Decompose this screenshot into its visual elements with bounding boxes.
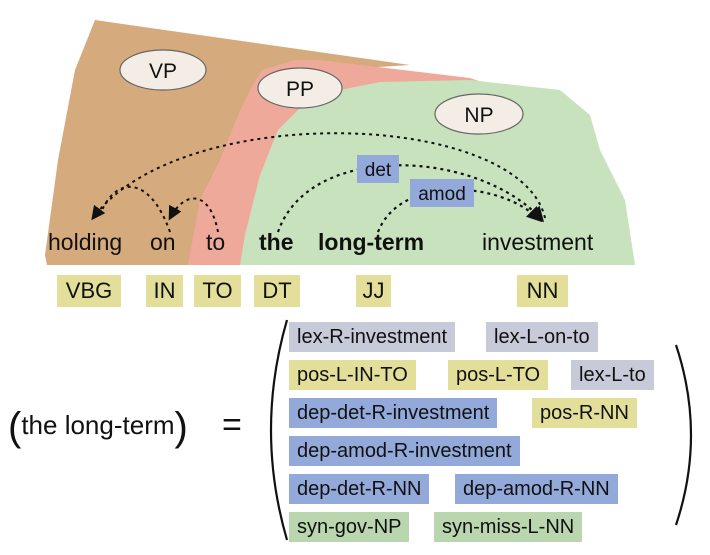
amod-label-box: [410, 179, 474, 207]
pp-label: PP: [286, 78, 314, 101]
word-to: to: [206, 229, 226, 255]
feature-dep-det-r-investment: dep-det-R-investment: [289, 398, 498, 428]
word-investment: investment: [482, 229, 594, 255]
lhs-span-text: the long-term: [21, 410, 175, 440]
pp-label-ellipse: [257, 67, 343, 109]
vp-label-ellipse: [119, 49, 207, 91]
lhs-left-paren: (: [8, 405, 22, 450]
det-label-box: [357, 155, 399, 183]
feature-dep-amod-r-nn: dep-amod-R-NN: [455, 474, 618, 504]
amod-label: amod: [418, 184, 466, 205]
feature-vector-lhs: (the long-term): [8, 405, 188, 447]
feature-dep-amod-r-investment: dep-amod-R-investment: [289, 436, 520, 466]
np-label: NP: [464, 104, 493, 127]
pos-tag-in: IN: [146, 275, 183, 307]
word-on: on: [150, 229, 176, 255]
feature-syn-miss-l-nn: syn-miss-L-NN: [434, 512, 583, 542]
feature-syn-gov-np: syn-gov-NP: [289, 512, 410, 542]
arc-amod: [376, 188, 543, 233]
vp-label: VP: [149, 60, 177, 83]
word-long-term: long-term: [318, 229, 425, 255]
lhs-right-paren: ): [174, 405, 188, 450]
feature-vector-left-paren: [269, 319, 289, 541]
feature-vector-right-paren: [674, 344, 693, 526]
equals-sign: =: [222, 406, 242, 444]
det-label: det: [365, 160, 392, 181]
word-holding: holding: [48, 229, 123, 255]
feature-lex-r-investment: lex-R-investment: [289, 322, 456, 352]
feature-pos-l-to: pos-L-TO: [448, 360, 549, 390]
feature-dep-det-r-nn: dep-det-R-NN: [289, 474, 430, 504]
word-the: the: [259, 229, 294, 255]
feature-lex-l-to: lex-L-to: [571, 360, 654, 390]
pos-tag-dt: DT: [254, 275, 300, 307]
pos-tag-vbg: VBG: [57, 275, 121, 307]
arc-investment-to-holding: [91, 132, 546, 221]
pos-tag-to: TO: [194, 275, 241, 307]
pos-tag-jj: JJ: [356, 275, 391, 307]
feature-pos-r-nn: pos-R-NN: [532, 398, 637, 428]
feature-pos-l-in-to: pos-L-IN-TO: [289, 360, 416, 390]
feature-lex-l-on-to: lex-L-on-to: [486, 322, 598, 352]
pos-tag-nn: NN: [517, 275, 568, 307]
np-label-ellipse: [434, 93, 524, 135]
